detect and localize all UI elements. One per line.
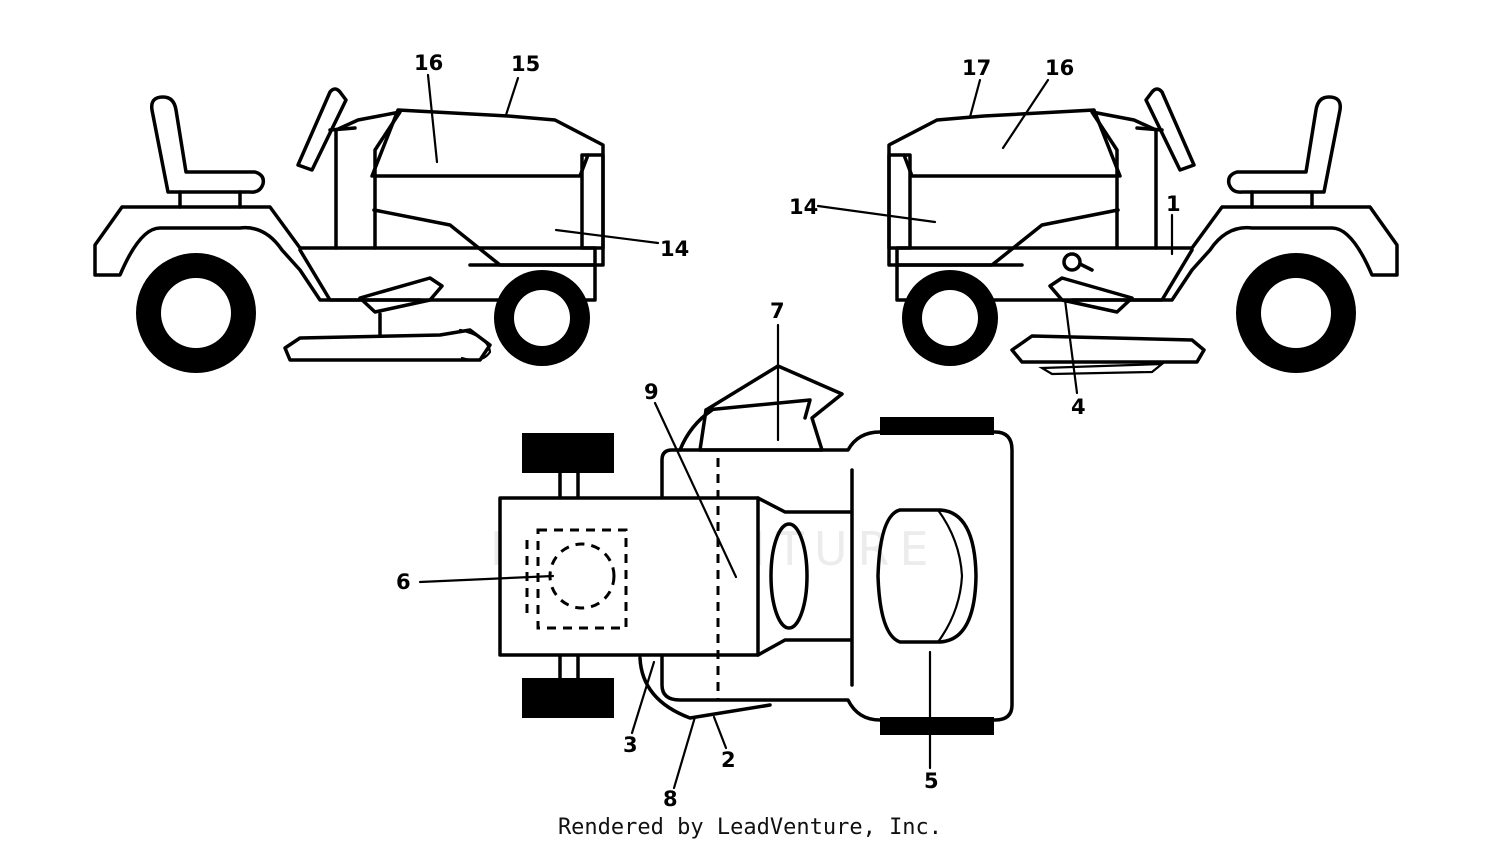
callout-2: 2 bbox=[721, 748, 736, 772]
callout-1: 1 bbox=[1166, 192, 1181, 216]
callout-14-left: 14 bbox=[660, 237, 689, 261]
callout-3: 3 bbox=[623, 733, 638, 757]
callout-5: 5 bbox=[924, 769, 939, 793]
callout-6: 6 bbox=[396, 570, 411, 594]
callout-14-right: 14 bbox=[789, 195, 818, 219]
tractor-left-view bbox=[93, 73, 660, 373]
callout-15: 15 bbox=[511, 52, 540, 76]
rendered-by-footer: Rendered by LeadVenture, Inc. bbox=[557, 815, 943, 840]
tractor-top-view bbox=[418, 323, 1014, 790]
tractor-right-view bbox=[887, 87, 1399, 376]
callout-8: 8 bbox=[663, 787, 678, 811]
callout-7: 7 bbox=[770, 299, 785, 323]
callout-labels: 16 15 14 17 16 14 1 4 7 9 6 3 2 8 5 bbox=[396, 51, 1181, 811]
callout-4: 4 bbox=[1071, 395, 1086, 419]
callout-16-right: 16 bbox=[1045, 56, 1074, 80]
callout-16-left: 16 bbox=[414, 51, 443, 75]
callout-9: 9 bbox=[644, 380, 659, 404]
callout-17: 17 bbox=[962, 56, 991, 80]
right-view-leaders bbox=[816, 78, 1174, 395]
